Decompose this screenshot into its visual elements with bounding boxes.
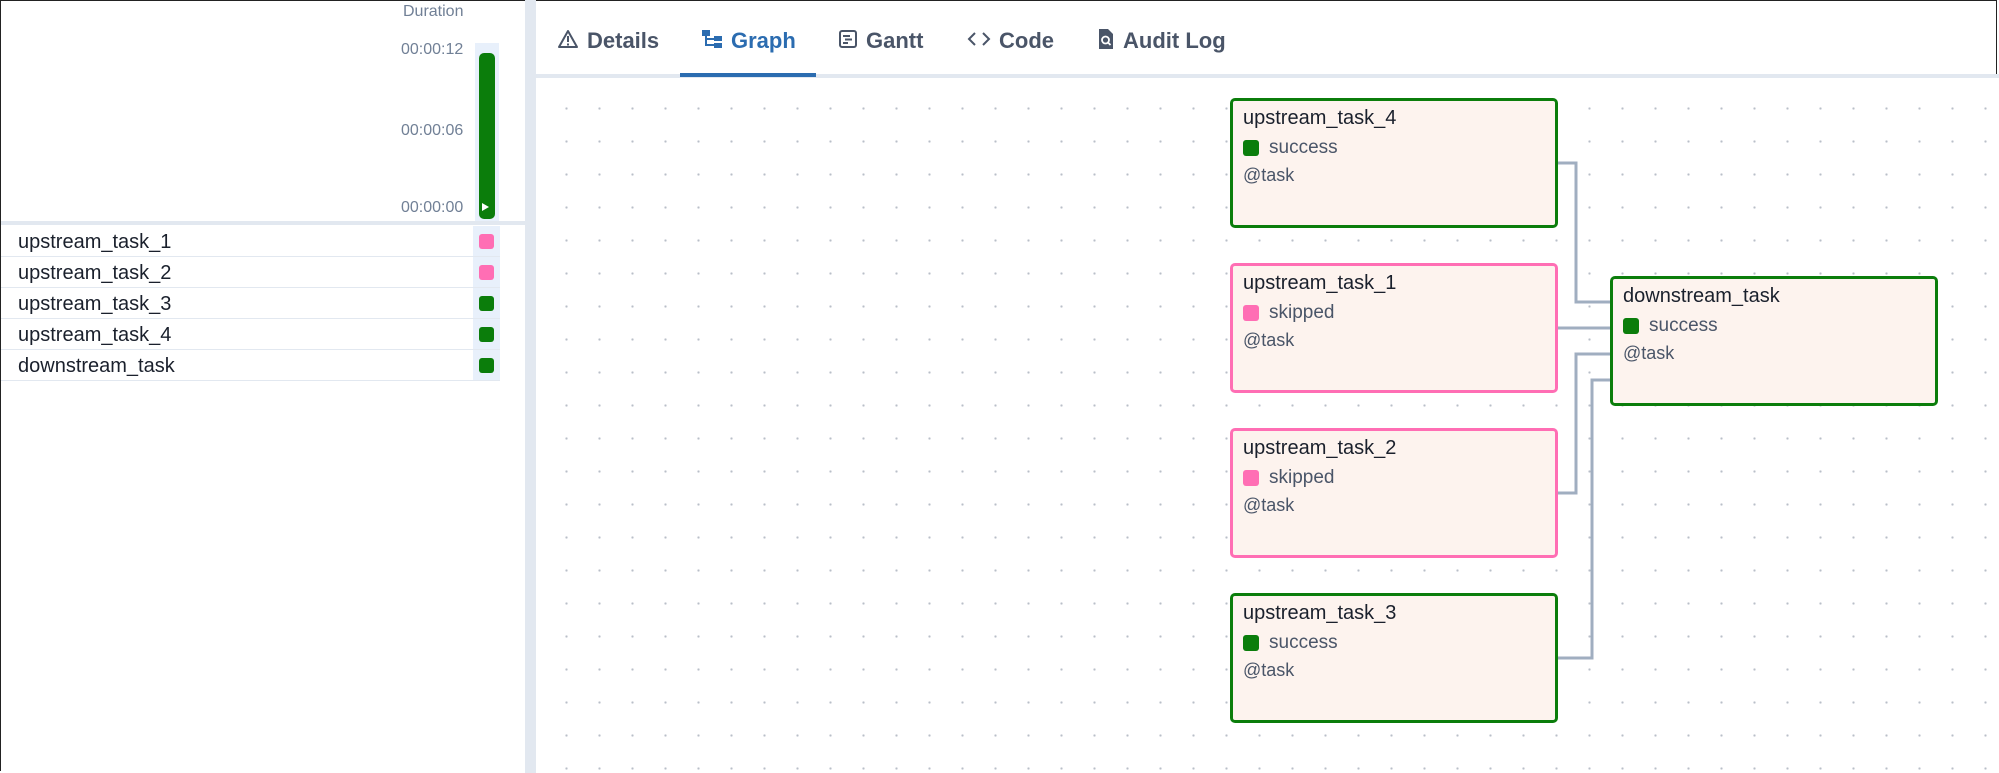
node-title: upstream_task_4 (1243, 107, 1397, 129)
task-name[interactable]: upstream_task_2 (18, 262, 172, 284)
node-state: skipped (1243, 302, 1335, 324)
tab-label: Audit Log (1123, 28, 1226, 53)
status-square-success (479, 358, 494, 373)
panel-resize-handle[interactable] (525, 0, 536, 773)
tabs-underline (536, 74, 1999, 78)
node-state: skipped (1243, 467, 1335, 489)
tab-label: Graph (731, 28, 796, 53)
status-square-success (479, 296, 494, 311)
node-operator: @task (1243, 330, 1295, 350)
status-square-success (479, 327, 494, 342)
task-name[interactable]: upstream_task_4 (18, 324, 172, 346)
node-title: upstream_task_3 (1243, 602, 1397, 624)
node-title: upstream_task_2 (1243, 437, 1397, 459)
duration-tick-mid: 00:00:06 (401, 122, 464, 139)
node-state-label: success (1269, 632, 1338, 653)
status-square-skipped (1243, 305, 1259, 321)
play-icon (482, 203, 489, 211)
tab-gantt[interactable]: Gantt (838, 28, 923, 54)
node-state-label: skipped (1269, 467, 1335, 488)
graph-node-upstream-task-1[interactable]: upstream_task_1 skipped @task (1230, 263, 1558, 393)
node-operator: @task (1243, 165, 1295, 185)
graph-node-upstream-task-4[interactable]: upstream_task_4 success @task (1230, 98, 1558, 228)
dag-run-duration-bar[interactable] (479, 53, 495, 219)
task-name[interactable]: upstream_task_3 (18, 293, 172, 315)
audit-log-icon (1097, 28, 1115, 54)
task-row-upstream-task-3[interactable]: upstream_task_3 (1, 288, 500, 319)
task-instance-cell[interactable] (473, 257, 500, 287)
task-instance-cell[interactable] (473, 288, 500, 318)
divider (1, 221, 525, 225)
status-square-success (1623, 318, 1639, 334)
tab-label: Details (587, 28, 660, 53)
node-title: downstream_task (1623, 285, 1780, 307)
task-name[interactable]: upstream_task_1 (18, 231, 172, 253)
tab-label: Gantt (866, 28, 924, 53)
task-instance-cell[interactable] (473, 226, 500, 256)
tab-details[interactable]: Details (557, 28, 659, 54)
node-operator: @task (1623, 343, 1675, 363)
node-state: success (1623, 315, 1718, 337)
node-title: upstream_task_1 (1243, 272, 1397, 294)
node-state: success (1243, 137, 1338, 159)
node-state-label: skipped (1269, 302, 1335, 323)
status-square-success (1243, 635, 1259, 651)
warning-triangle-icon (557, 29, 579, 53)
active-tab-indicator (680, 73, 816, 77)
node-operator: @task (1243, 495, 1295, 515)
task-row-downstream-task[interactable]: downstream_task (1, 350, 500, 381)
node-state-label: success (1649, 315, 1718, 336)
task-row-upstream-task-1[interactable]: upstream_task_1 (1, 226, 500, 257)
duration-tick-min: 00:00:00 (401, 199, 464, 216)
graph-node-upstream-task-3[interactable]: upstream_task_3 success @task (1230, 593, 1558, 723)
task-name[interactable]: downstream_task (18, 355, 175, 377)
graph-node-downstream-task[interactable]: downstream_task success @task (1610, 276, 1938, 406)
graph-icon (701, 29, 723, 53)
status-square-success (1243, 140, 1259, 156)
task-row-upstream-task-2[interactable]: upstream_task_2 (1, 257, 500, 288)
tab-code[interactable]: Code (967, 28, 1054, 54)
duration-tick-max: 00:00:12 (401, 41, 464, 58)
code-icon (967, 29, 991, 53)
graph-node-upstream-task-2[interactable]: upstream_task_2 skipped @task (1230, 428, 1558, 558)
status-square-skipped (479, 234, 494, 249)
tab-audit-log[interactable]: Audit Log (1097, 28, 1226, 54)
duration-header: Duration (403, 3, 464, 20)
task-row-upstream-task-4[interactable]: upstream_task_4 (1, 319, 500, 350)
gantt-icon (838, 29, 858, 53)
task-instance-cell[interactable] (473, 350, 500, 380)
tab-label: Code (999, 28, 1054, 53)
task-instance-cell[interactable] (473, 319, 500, 349)
status-square-skipped (1243, 470, 1259, 486)
grid-panel: Duration 00:00:12 00:00:06 00:00:00 upst… (1, 1, 525, 771)
node-state: success (1243, 632, 1338, 654)
status-square-skipped (479, 265, 494, 280)
node-operator: @task (1243, 660, 1295, 680)
node-state-label: success (1269, 137, 1338, 158)
tab-graph[interactable]: Graph (701, 28, 796, 54)
